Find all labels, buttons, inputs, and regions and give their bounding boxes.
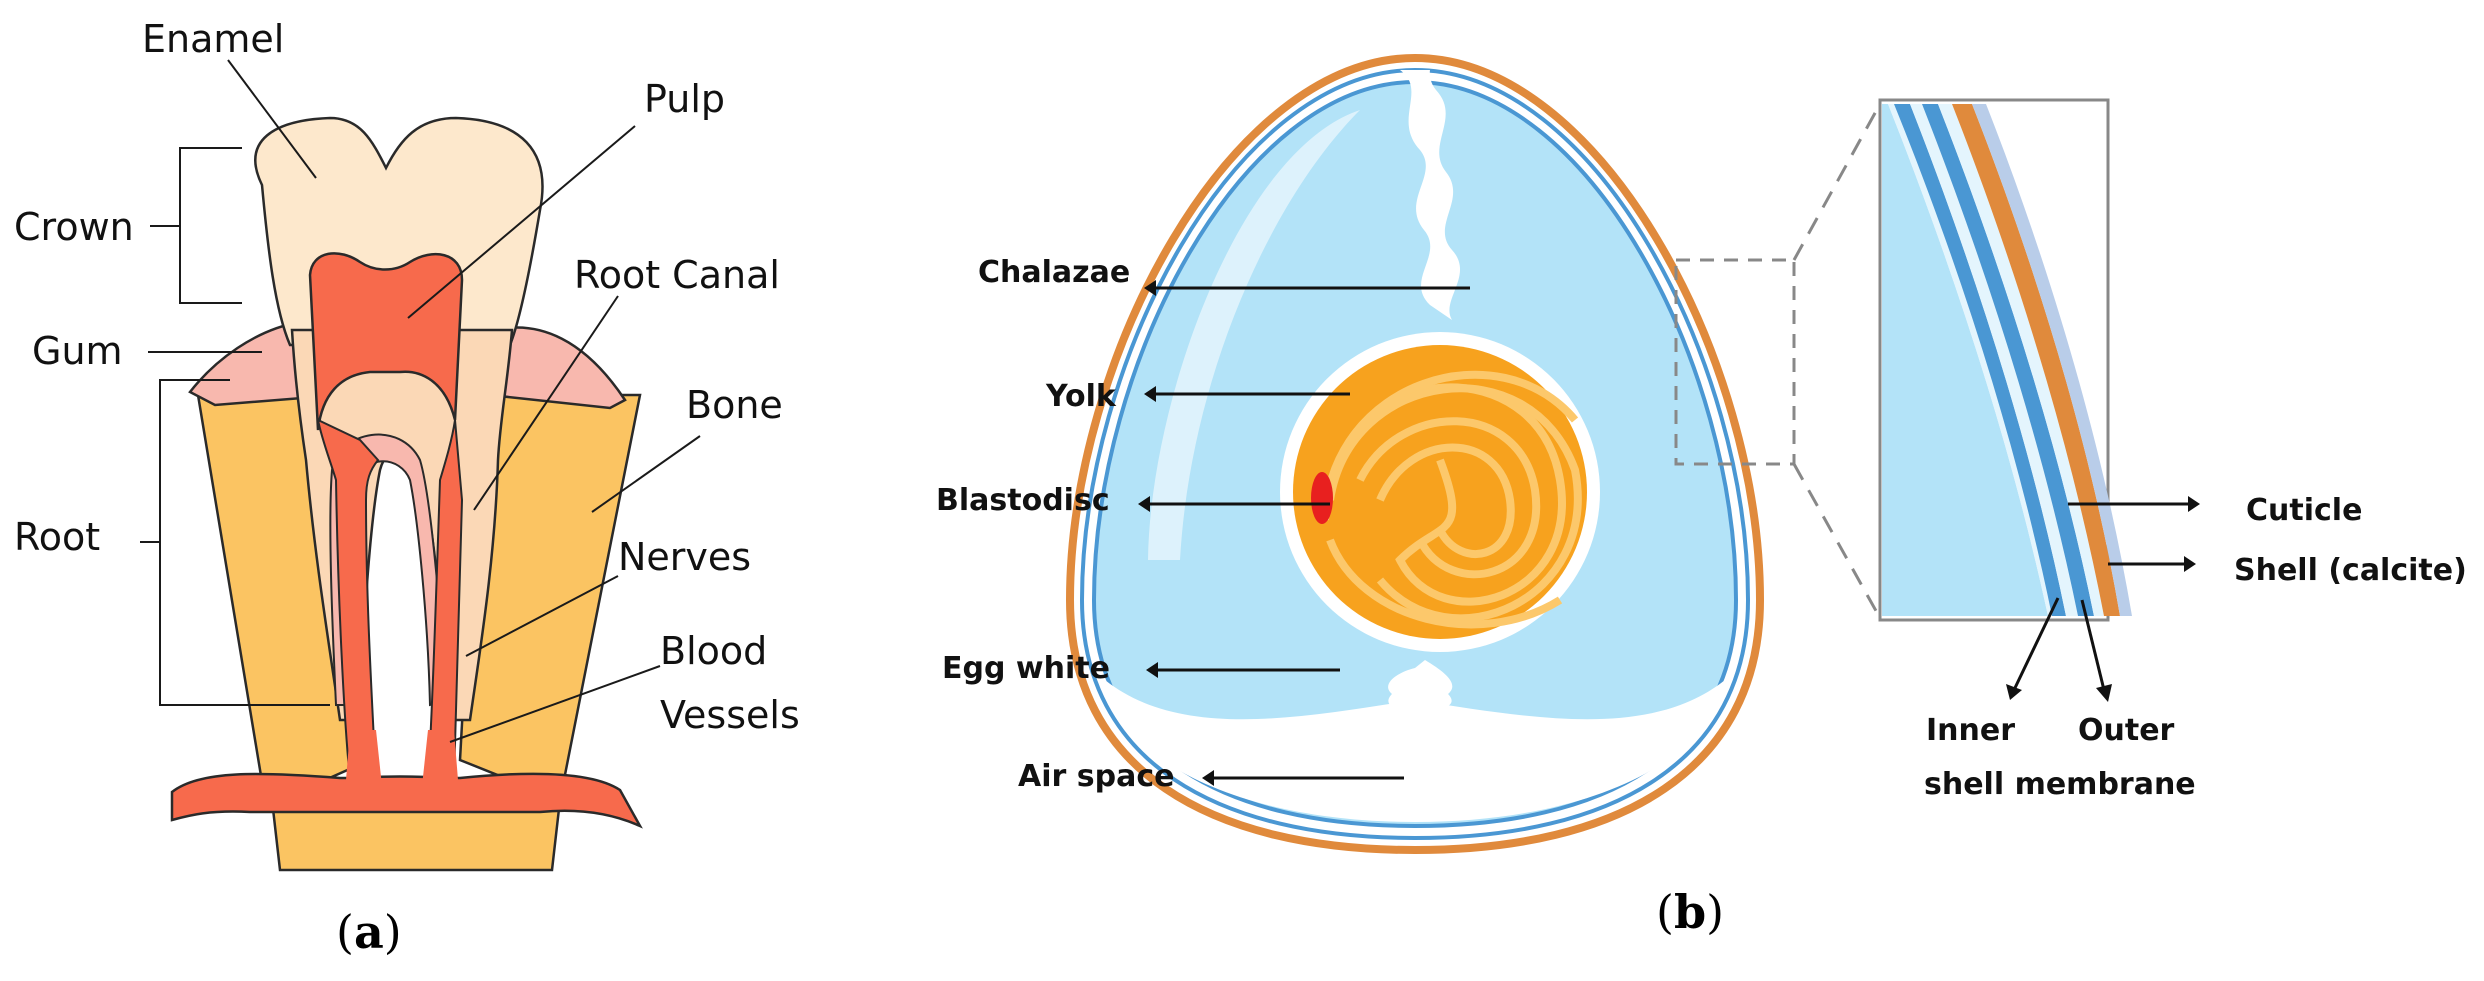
shell-arrowhead: [2184, 556, 2196, 572]
yolk-arrowhead: [1144, 386, 1156, 402]
caption-b: (b): [1656, 885, 1724, 939]
yolk-layer: [1326, 538, 1563, 629]
yolk-layer: [1376, 443, 1515, 558]
blastodisc-arrowhead: [1138, 496, 1150, 512]
inset-outer-membrane: [1922, 104, 2094, 616]
albumen-highlight: [1148, 110, 1360, 560]
label-bone: Bone: [686, 383, 783, 427]
inner-arrowhead: [2006, 684, 2022, 700]
tooth-diagram: Enamel Crown Pulp Root Canal Gum Bone Ro…: [14, 17, 800, 959]
inner-arrow: [2012, 597, 2060, 691]
bone-leader: [591, 435, 701, 513]
label-vessels: Vessels: [660, 693, 800, 737]
pulp-leader: [407, 125, 636, 319]
air-space: [1105, 680, 1725, 822]
egg-shell: [1065, 53, 1765, 855]
blastodisc: [1311, 472, 1333, 524]
cuticle-arrowhead: [2188, 496, 2200, 512]
chalazae-bottom: [1388, 660, 1453, 711]
nerves-leader: [465, 575, 619, 657]
root-canal-leader: [473, 295, 619, 511]
caption-a: (a): [336, 905, 402, 959]
inset-albumen: [1882, 104, 2048, 616]
zoom-source-box: [1674, 258, 1796, 466]
chalazae-arrowhead: [1144, 280, 1156, 296]
label-outer: Outer: [2078, 713, 2175, 748]
root-inner: [329, 433, 450, 707]
zoom-line-bottom: [1792, 463, 1882, 619]
label-air-space: Air space: [1018, 759, 1174, 794]
inset-shell: [1952, 104, 2120, 616]
inset-inner-membrane: [1894, 104, 2066, 616]
label-crown: Crown: [14, 205, 134, 249]
label-enamel: Enamel: [142, 17, 284, 61]
label-egg-white: Egg white: [942, 651, 1110, 686]
label-pulp: Pulp: [644, 77, 725, 121]
label-nerves: Nerves: [618, 535, 751, 579]
outer-arrowhead: [2096, 684, 2112, 702]
label-yolk: Yolk: [1045, 379, 1117, 414]
label-chalazae: Chalazae: [978, 255, 1130, 290]
yolk-layers: [1321, 370, 1582, 629]
label-cuticle: Cuticle: [2246, 493, 2362, 528]
label-gum: Gum: [32, 329, 123, 373]
yolk-layer: [1356, 417, 1541, 579]
inset-gap-2: [1938, 104, 2104, 616]
label-blood: Blood: [660, 629, 767, 673]
yolk-layer: [1321, 370, 1579, 521]
shell-zoom-inset: [1878, 98, 2132, 622]
egg-diagram: Chalazae Yolk Blastodisc Egg white Air s…: [936, 53, 2467, 939]
blood-leader: [449, 665, 661, 743]
label-root: Root: [14, 515, 100, 559]
inset-gap: [1910, 104, 2078, 616]
label-shell: Shell (calcite): [2234, 553, 2467, 588]
caption-b-letter: b: [1674, 885, 1706, 939]
yolk-layer: [1326, 384, 1582, 623]
outer-arrow: [2080, 599, 2106, 691]
label-root-canal: Root Canal: [574, 253, 780, 297]
nerve-stem: [344, 730, 384, 805]
root-bracket: [140, 379, 330, 706]
zoom-line-top: [1792, 103, 1882, 261]
chalazae-top: [1400, 70, 1461, 320]
crown-bracket: [150, 147, 242, 304]
inset-albumen-light: [1888, 104, 2064, 616]
label-inner: Inner: [1926, 713, 2015, 748]
label-shell-membrane: shell membrane: [1924, 767, 2196, 802]
vessel-stem: [420, 730, 460, 805]
caption-a-letter: a: [354, 905, 384, 959]
nerve-plate: [170, 772, 643, 829]
label-blastodisc: Blastodisc: [936, 483, 1110, 518]
egg-white-arrowhead: [1146, 662, 1158, 678]
enamel-leader: [227, 59, 317, 179]
air-space-arrowhead: [1202, 770, 1214, 786]
